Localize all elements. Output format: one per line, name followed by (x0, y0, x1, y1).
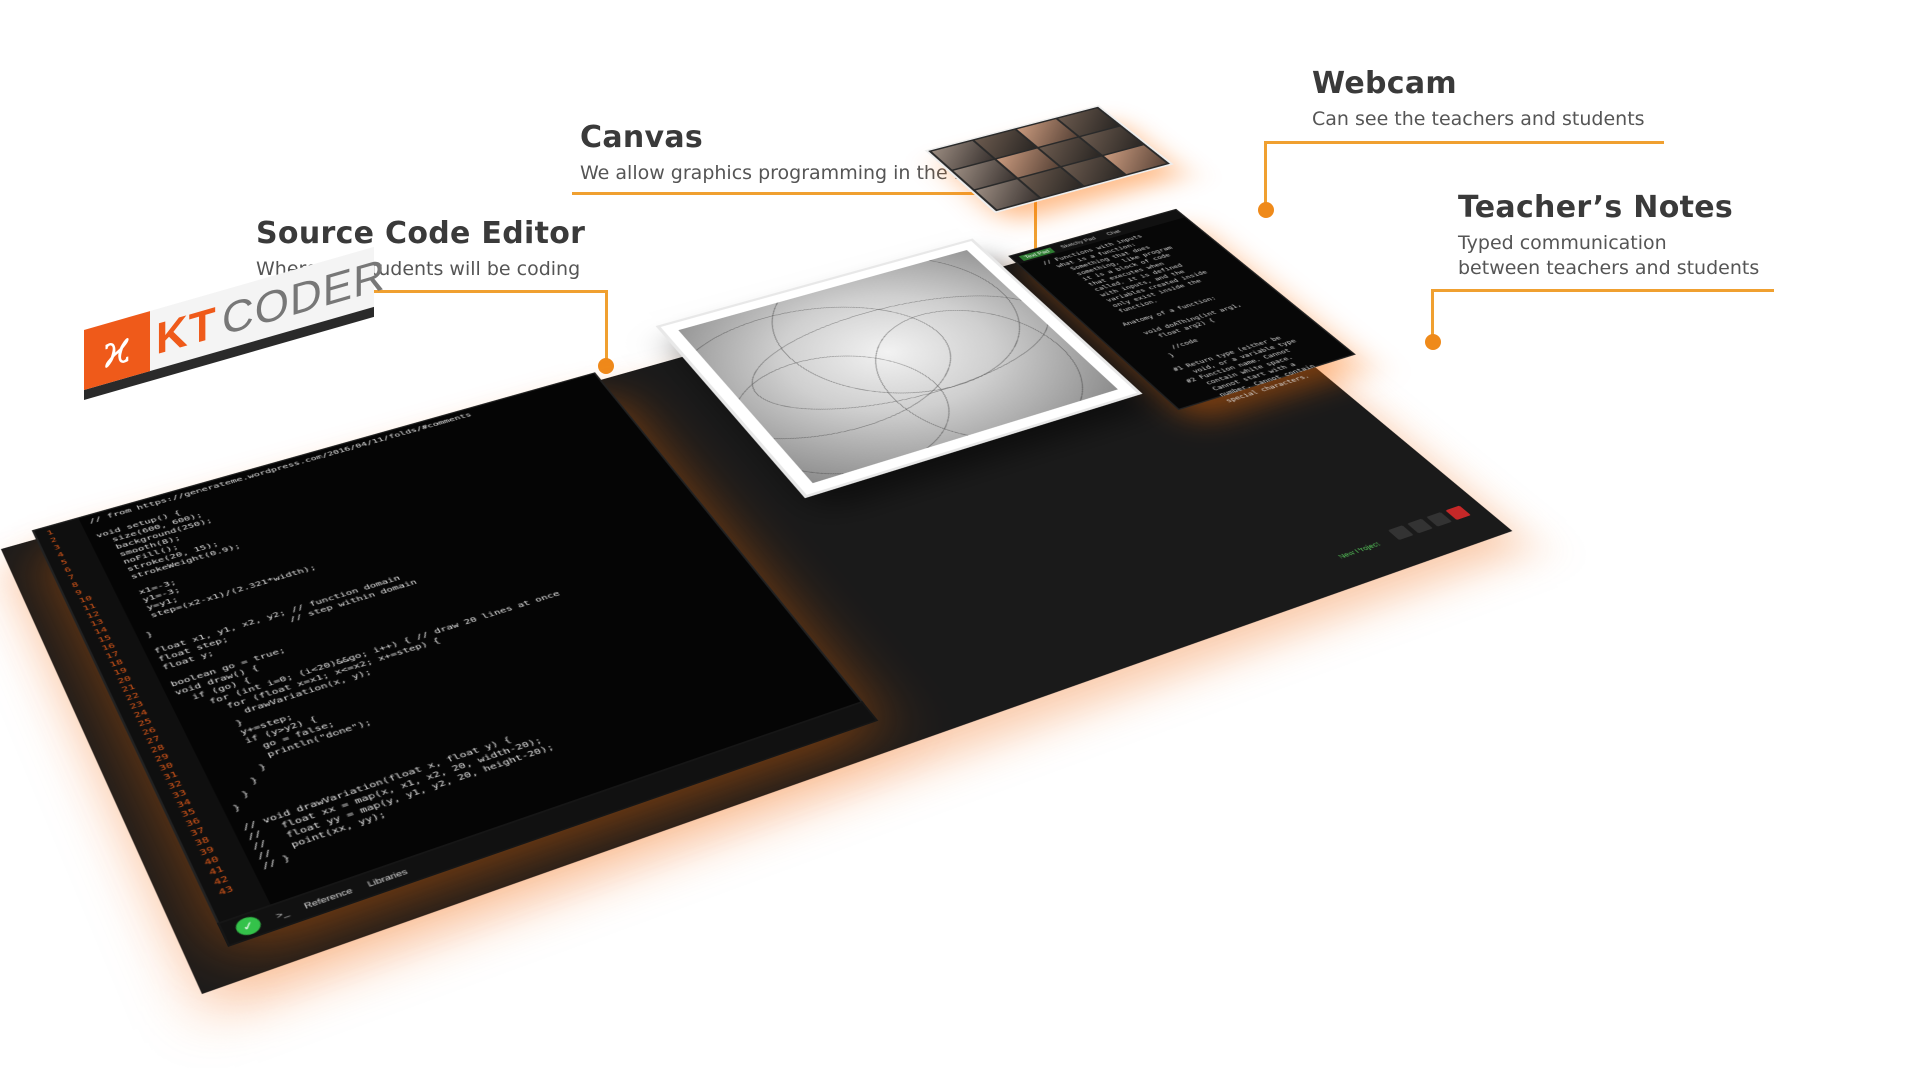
leader-dot (1425, 334, 1441, 350)
terminal-icon[interactable]: >_ (274, 908, 290, 920)
callout-description-line: Typed communication (1458, 231, 1759, 256)
leader-dot (1258, 202, 1274, 218)
logo-mark-icon: ϰ (84, 311, 150, 390)
callout-title: Teacher’s Notes (1458, 190, 1759, 225)
leader-line (605, 290, 608, 362)
callout-webcam: Webcam Can see the teachers and students (1312, 66, 1645, 132)
leader-line (1264, 141, 1664, 144)
callout-description: Can see the teachers and students (1312, 107, 1645, 132)
callout-title: Source Code Editor (256, 216, 585, 251)
leader-dot (598, 358, 614, 374)
callout-teachers-notes: Teacher’s Notes Typed communication betw… (1458, 190, 1759, 281)
leader-line (1431, 289, 1774, 292)
callout-description-line: between teachers and students (1458, 256, 1759, 281)
ktcoder-logo: ϰ KT CODER (84, 247, 374, 400)
callout-description: Typed communication between teachers and… (1458, 231, 1759, 281)
leader-line (1431, 289, 1434, 339)
leader-line (572, 192, 1037, 195)
leader-line (1264, 141, 1267, 209)
callout-title: Webcam (1312, 66, 1645, 101)
